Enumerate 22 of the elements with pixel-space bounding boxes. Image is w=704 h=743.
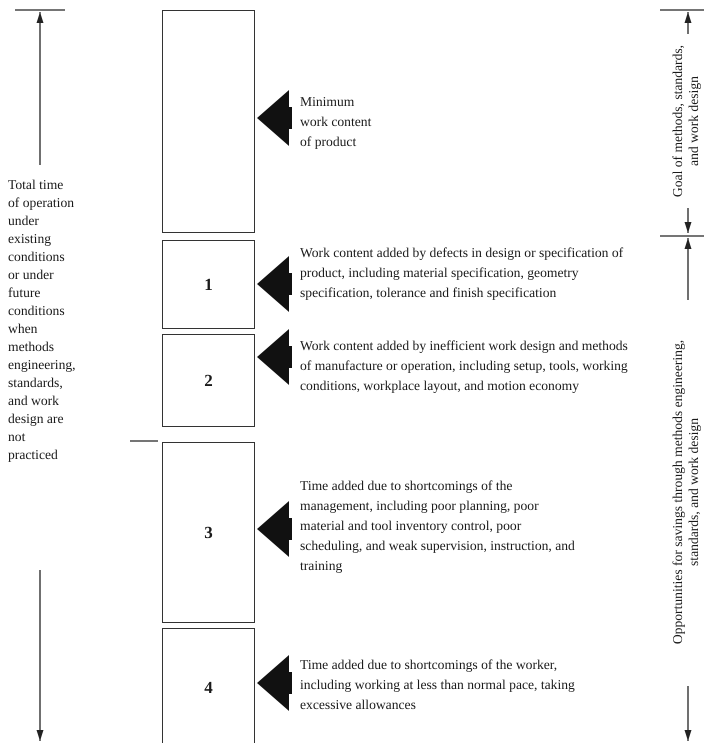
block-arrow xyxy=(257,501,292,557)
block-number: 3 xyxy=(204,522,213,542)
dimension-label: Total time of operation under existing conditions or under future conditions when methods engineering, standards, and work design are not practiced xyxy=(8,176,76,464)
dimension-label: Opportunities for savings through methods engineering, standards, and work design xyxy=(670,338,702,646)
time-block xyxy=(162,240,255,329)
block-number: 4 xyxy=(204,678,213,698)
description-text: Time added due to shortcomings of the worker, including working at less than normal pace, taking excessive allowances xyxy=(292,655,582,715)
time-block xyxy=(162,628,255,743)
block-number: 1 xyxy=(204,274,213,294)
block-arrow xyxy=(257,329,292,385)
time-block xyxy=(162,442,255,623)
block-arrow xyxy=(257,256,292,312)
description-text: Time added due to shortcomings of the management, including poor planning, poor material and tool inventory control, poor scheduling, and weak supervision, instruction, and training xyxy=(292,476,582,576)
time-block xyxy=(162,334,255,427)
time-block xyxy=(162,10,255,233)
description-text: Minimum work content of product xyxy=(292,92,382,152)
description-text: Work content added by defects in design or specification of product, including material specification, geometry specification, tolerance and finish specification xyxy=(292,243,642,303)
block-arrow xyxy=(257,655,292,711)
block-arrow xyxy=(257,90,292,146)
description-text: Work content added by inefficient work design and methods of manufacture or operation, including setup, tools, working conditions, workplace layout, and motion economy xyxy=(292,336,637,396)
block-number: 2 xyxy=(204,370,213,390)
dimension-label: Goal of methods, standards, and work design xyxy=(670,44,702,200)
